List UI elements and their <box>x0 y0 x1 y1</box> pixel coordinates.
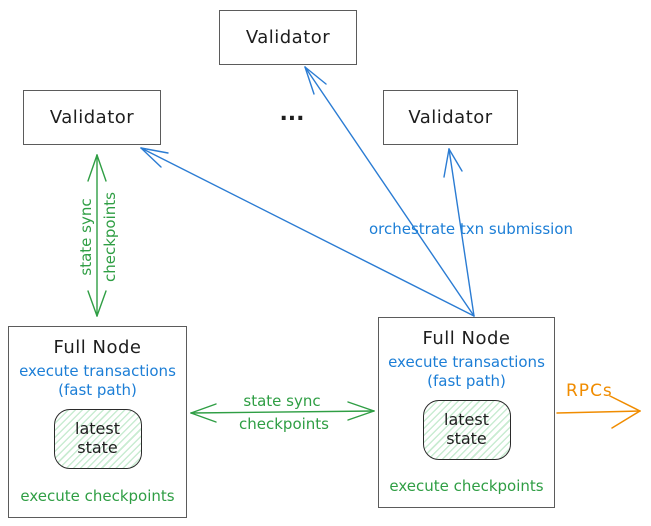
validator-label: Validator <box>49 107 135 128</box>
latest-state-label-line2: state <box>77 437 118 457</box>
validator-box-top: Validator <box>219 10 357 65</box>
latest-state-label-line1: latest <box>75 419 120 439</box>
fast-path-label: (fast path) <box>427 371 506 390</box>
full-node-box-right: Full Node execute transactions (fast pat… <box>378 317 555 508</box>
execute-transactions-label: execute transactions <box>19 362 176 380</box>
latest-state-box: latest state <box>422 399 511 460</box>
execute-checkpoints-label: execute checkpoints <box>389 477 544 495</box>
state-sync-vertical-label-line2: checkpoints <box>101 192 119 282</box>
validator-label: Validator <box>245 27 331 48</box>
state-sync-horizontal-label-line2: checkpoints <box>239 415 329 433</box>
latest-state-box: latest state <box>53 408 142 469</box>
fast-path-label: (fast path) <box>58 380 137 399</box>
full-node-title: Full Node <box>422 328 511 349</box>
state-sync-horizontal-label-line1: state sync <box>243 392 321 410</box>
latest-state-label-line2: state <box>446 428 487 448</box>
validator-label: Validator <box>408 107 493 128</box>
latest-state-label-line1: latest <box>444 410 489 430</box>
validator-box-right: Validator <box>383 90 518 145</box>
state-sync-vertical-label-line1: state sync <box>77 198 95 276</box>
validator-box-left: Validator <box>23 90 161 145</box>
orchestrate-label: orchestrate txn submission <box>368 220 574 238</box>
rpcs-label: RPCs <box>566 381 613 401</box>
full-node-title: Full Node <box>53 337 142 358</box>
full-node-box-left: Full Node execute transactions (fast pat… <box>8 326 187 518</box>
ellipsis-label: ... <box>279 101 305 126</box>
execute-checkpoints-label: execute checkpoints <box>20 487 175 505</box>
execute-transactions-label: execute transactions <box>388 353 545 371</box>
